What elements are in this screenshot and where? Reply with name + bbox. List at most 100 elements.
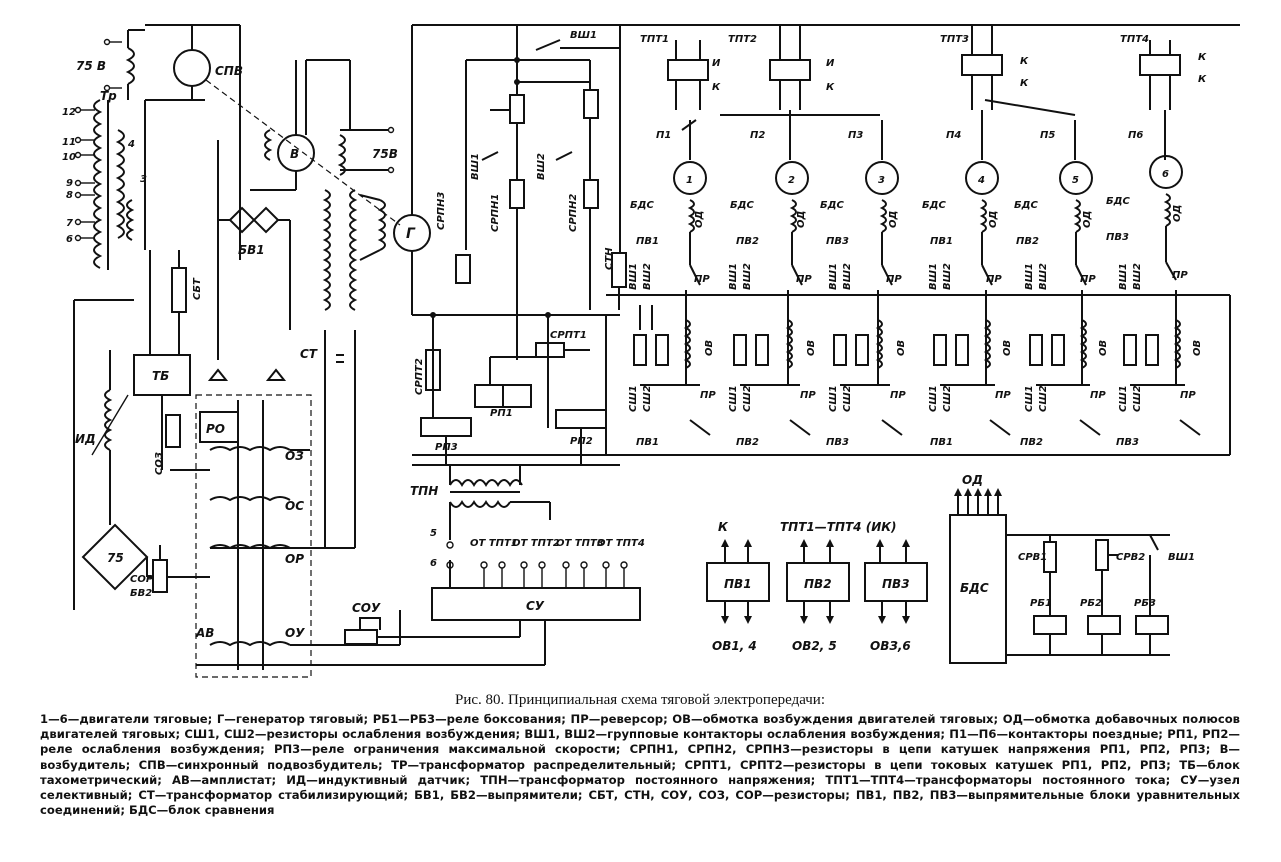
motor-2	[733, 110, 811, 436]
label-os: ОС	[285, 499, 304, 513]
rectifier-bv1	[217, 206, 291, 360]
od-label: ОД	[694, 210, 705, 228]
label-srpt1: СРПТ1	[550, 330, 587, 341]
resistor-sou	[196, 617, 546, 666]
caption-title: Рис. 80. Принципиальная схема тяговой эл…	[454, 692, 826, 708]
label-srv2: СРВ2	[1116, 552, 1145, 563]
resistor-sor	[152, 545, 168, 593]
label-tap-3: 3	[140, 174, 147, 185]
rectifier-label-bottom: ПВ1	[930, 437, 953, 448]
motor-number: 4	[977, 175, 985, 186]
motor-6	[1123, 110, 1201, 436]
ov-label: ОВ	[806, 340, 817, 356]
motor-5	[1029, 120, 1101, 436]
label-su: СУ	[526, 599, 545, 613]
label-vsh2-mid: ВШ2	[536, 153, 547, 180]
vsh2-label: ВШ2	[1132, 263, 1143, 290]
rectifier-label-bottom: ПВ3	[826, 437, 849, 448]
contactor-label: П4	[946, 130, 961, 141]
label-rp3: РП3	[435, 442, 458, 453]
sh2-label: СШ2	[1132, 385, 1143, 412]
sh2-label: СШ2	[1038, 385, 1049, 412]
label-tpt1: ТПТ1	[640, 34, 669, 45]
label-rb3: РБ3	[1134, 598, 1156, 609]
label-srpn1: СРПН1	[490, 194, 501, 232]
label-winding-k: К	[712, 82, 721, 93]
label-bv2: БВ2	[130, 588, 152, 599]
label-srpn2: СРПН2	[568, 194, 579, 232]
motor-labels-6: 6 П6 ПВ3 ПВ3 БДС ОД ПР ПР ОВ ВШ1 ВШ2 СШ1…	[1106, 130, 1203, 448]
selective-unit-su	[431, 520, 641, 621]
traction-transmission-schematic: 75 В Тр СПВ В 75В Г 12 11 10 9 8 7 6 4 3…	[62, 24, 1240, 678]
od-label: ОД	[1082, 210, 1093, 228]
label-tap-4: 4	[127, 139, 135, 150]
motor-number: 6	[1162, 169, 1169, 180]
schematic-labels: 75 В Тр СПВ В 75В Г 12 11 10 9 8 7 6 4 3…	[62, 30, 1207, 653]
label-winding-k-4: К	[1020, 78, 1029, 89]
label-tpt3: ТПТ3	[940, 34, 969, 45]
motor-number: 2	[788, 175, 795, 186]
motor-number: 3	[878, 175, 885, 186]
label-tap-12: 12	[62, 107, 76, 118]
motor-labels-3: 3 П3 ПВ3 ПВ3 БДС ОД ПР ПР ОВ ВШ1 ВШ2 СШ1…	[820, 130, 907, 448]
label-od-top: ОД	[962, 473, 983, 487]
label-tap-9: 9	[66, 178, 73, 189]
vsh1-label: ВШ1	[1024, 263, 1035, 290]
label-spv: СПВ	[215, 64, 243, 78]
label-id: ИД	[75, 432, 96, 446]
contactor-label: П5	[1040, 130, 1055, 141]
pr-label: ПР	[694, 274, 710, 285]
label-rp2: РП2	[570, 436, 593, 447]
motor-4	[933, 110, 1011, 436]
pr-label-bottom: ПР	[800, 390, 816, 401]
rectifier-label: ПВ1	[930, 236, 953, 247]
ov-label: ОВ	[1098, 340, 1109, 356]
motor-labels-5: 5 П5 ПВ2 ПВ2 БДС ОД ПР ПР ОВ ВШ1 ВШ2 СШ1…	[1014, 130, 1109, 448]
resistor-stn	[606, 25, 632, 310]
traction-generator-g	[359, 24, 620, 315]
contactor-label: П3	[848, 130, 863, 141]
label-sor: СОР	[130, 574, 154, 585]
rectifier-label: ПВ2	[736, 236, 759, 247]
motor-bus-lines	[620, 99, 1231, 456]
rectifier-label: ПВ3	[1106, 232, 1129, 243]
label-rp1: РП1	[490, 408, 513, 419]
label-ov25: ОВ2, 5	[792, 639, 837, 653]
constant-voltage-transformer-tpn	[412, 464, 620, 520]
rectifier-label-bottom: ПВ2	[736, 437, 759, 448]
vsh2-label: ВШ2	[742, 263, 753, 290]
ov-label: ОВ	[1192, 340, 1203, 356]
label-tb: ТБ	[152, 369, 169, 383]
label-75v-left: 75 В	[76, 59, 106, 73]
label-node-5: 5	[430, 528, 437, 539]
label-ot-tpt2: ОТ ТПТ2	[512, 538, 560, 549]
sh1-label: СШ1	[628, 385, 639, 412]
sh2-label: СШ2	[842, 385, 853, 412]
rectifier-label-bottom: ПВ2	[1020, 437, 1043, 448]
od-label: ОД	[988, 210, 999, 228]
relay-voltage-circuits	[455, 25, 620, 360]
label-75v-right: 75В	[372, 147, 398, 161]
sh1-label: СШ1	[828, 385, 839, 412]
bds-label: БДС	[630, 200, 655, 211]
rectifier-label: ПВ1	[636, 236, 659, 247]
label-exciter-v: В	[290, 147, 299, 161]
resistor-soz	[165, 414, 181, 448]
sh1-label: СШ1	[1024, 385, 1035, 412]
label-tap-7: 7	[66, 218, 73, 229]
auxiliary-75v-winding	[103, 29, 145, 100]
label-generator-g: Г	[406, 226, 416, 242]
label-pv2-block: ПВ2	[804, 577, 832, 591]
ov-label: ОВ	[1002, 340, 1013, 356]
sh1-label: СШ1	[1118, 385, 1129, 412]
distribution-transformer	[74, 99, 135, 270]
motor-labels-1: 1 П1 ПВ1 ПВ1 БДС ОД ПР ПР ОВ ВШ1 ВШ2 СШ1…	[628, 130, 716, 448]
motor-labels-4: 4 П4 ПВ1 ПВ1 БДС ОД ПР ПР ОВ ВШ1 ВШ2 СШ1…	[922, 130, 1013, 448]
vsh2-label: ВШ2	[942, 263, 953, 290]
label-stn: СТН	[604, 247, 615, 270]
label-oz: ОЗ	[285, 449, 304, 463]
rectifier-block-pv3	[864, 539, 928, 624]
label-winding-k-6: К	[1198, 74, 1207, 85]
od-label: ОД	[796, 210, 807, 228]
label-bds-block: БДС	[960, 581, 989, 595]
